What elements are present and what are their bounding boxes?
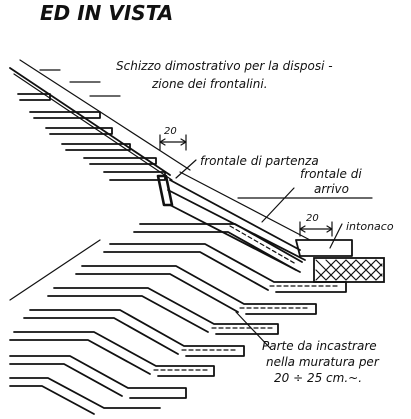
upper-step-2 [29, 111, 101, 119]
lower-step-6-front [9, 339, 151, 375]
leader-frontale-arrivo [261, 187, 295, 223]
frontale-arrivo-tread [295, 239, 353, 257]
upper-stringer-line [13, 73, 173, 181]
upper-hatch [39, 69, 121, 97]
upper-step-5 [83, 157, 157, 165]
caption-line-2: zione dei frontalini. [151, 77, 268, 91]
lower-step-7-top [9, 355, 187, 399]
drawing-title: ED IN VISTA [40, 1, 173, 25]
landing-edge-top [169, 179, 301, 251]
lower-step-1-front [133, 231, 297, 271]
note-line-2: nella muratura per [266, 355, 380, 369]
label-intonaco: intonaco [346, 220, 394, 233]
dim-upper-arrows [159, 138, 187, 146]
lower-step-7-front [9, 363, 123, 397]
lower-step-2-front [103, 251, 269, 291]
leader-note [235, 311, 271, 349]
lower-step-3-front [75, 273, 239, 313]
dimension-lower: 20 [299, 213, 333, 237]
lower-step-5-top [29, 309, 245, 357]
dim-lower-lines [299, 221, 333, 237]
caption-line-1: Schizzo dimostrativo per la disposi - [116, 59, 333, 73]
leader-intonaco [329, 223, 343, 249]
note-line-3: 20 ÷ 25 cm.~. [274, 371, 362, 385]
lower-stringer [9, 239, 101, 301]
lower-flight [9, 223, 347, 415]
lower-step-5-front [23, 317, 179, 355]
upper-flight [9, 59, 191, 181]
upper-step-4 [61, 143, 131, 151]
lower-step-4-top [53, 287, 279, 335]
lower-step-1-top [139, 223, 303, 263]
lower-step-4-front [47, 295, 209, 333]
lower-step-1-dash [229, 225, 297, 265]
dim-lower-value: 20 [306, 213, 319, 224]
label-frontale-arrivo-2: arrivo [314, 182, 349, 196]
intonaco-block [313, 257, 385, 283]
upper-edge-far [19, 59, 191, 171]
landing [156, 171, 385, 283]
upper-step-1 [17, 93, 51, 101]
lower-step-3-top [81, 265, 317, 315]
upper-step-3 [45, 127, 113, 135]
intonaco-hatch-b [315, 259, 383, 281]
label-frontale-arrivo-1: frontale di [300, 167, 362, 181]
lower-step-6-top [13, 331, 215, 377]
lower-step-8-front [9, 385, 95, 415]
upper-step-6 [103, 171, 166, 181]
leader-frontale-partenza [175, 159, 197, 179]
lower-step-8-top [9, 377, 161, 409]
frontale-partenza-block [156, 174, 174, 207]
dim-upper-value: 20 [164, 126, 177, 137]
dim-upper-lines [159, 134, 187, 151]
upper-stringer-top [9, 67, 171, 176]
label-frontale-partenza: frontale di partenza [200, 154, 319, 168]
dimension-upper: 20 [159, 126, 187, 151]
note-line-1: Parte da incastrare [262, 339, 377, 353]
landing-edge-far [179, 171, 311, 241]
dim-lower-arrows [299, 225, 333, 233]
lower-step-2-top [109, 243, 347, 293]
